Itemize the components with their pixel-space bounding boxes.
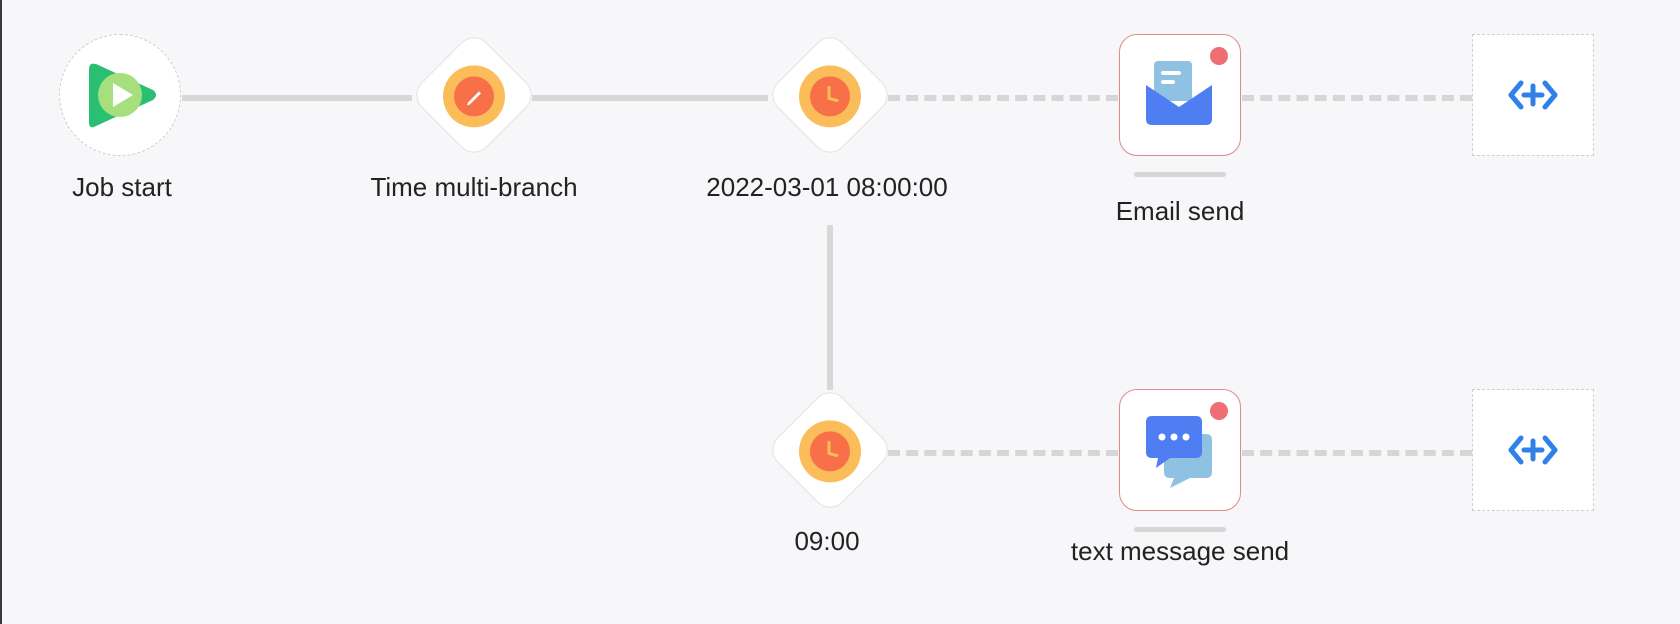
clock-icon [799,65,861,128]
add-node-button-2[interactable] [1472,389,1594,511]
connector-time1-email [888,95,1118,101]
time-condition-label-1: 2022-03-01 08:00:00 [706,172,948,202]
email-icon [1146,61,1213,126]
text-message-send-label: text message send [1070,536,1290,566]
job-start-node[interactable] [59,34,181,156]
connector-time2-sms [888,450,1118,456]
clock-icon [799,420,861,483]
connector-start-branch [182,95,412,101]
status-badge [1210,402,1228,420]
time-condition-node-2[interactable] [764,384,896,516]
text-message-send-progress-bar [1134,527,1226,532]
pencil-icon [443,65,505,128]
chat-icon [1146,416,1213,489]
email-send-progress-bar [1134,172,1226,177]
time-multi-branch-label: Time multi-branch [370,172,578,202]
status-badge [1210,47,1228,65]
add-node-button-1[interactable] [1472,34,1594,156]
connector-sms-add [1242,450,1472,456]
time-condition-label-2: 09:00 [794,526,860,556]
add-node-icon [1508,435,1558,465]
connector-email-add [1242,95,1472,101]
text-message-send-node[interactable] [1119,389,1241,511]
play-icon [88,63,156,127]
time-multi-branch-node[interactable] [408,29,540,161]
connector-branch-vertical [827,225,833,390]
window-edge [0,0,2,624]
add-node-icon [1508,80,1558,110]
email-send-label: Email send [1115,196,1245,226]
connector-branch-time1 [532,95,768,101]
email-send-node[interactable] [1119,34,1241,156]
job-start-label: Job start [72,172,172,202]
time-condition-node-1[interactable] [764,29,896,161]
